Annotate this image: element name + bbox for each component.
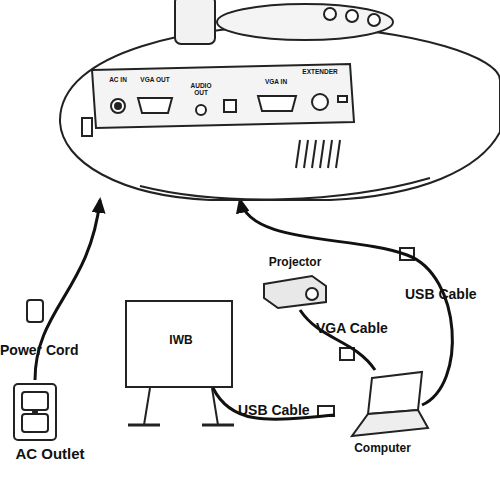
side-button [82,118,92,136]
ac-outlet: AC Outlet [0,380,100,470]
cable-label: USB Cable [238,402,310,418]
ac-in-port [111,99,125,113]
ac-in-port [115,103,121,109]
vga-out-port [138,98,172,113]
camera-arm [175,0,215,44]
camera-body [60,26,500,200]
port-label: AC IN [100,76,136,83]
cable-connector [300,310,375,370]
cable-connector [240,200,452,405]
cable-connector [213,388,335,419]
node-outline [55,0,500,200]
port-label: EXTENDER [296,68,344,75]
device-label: Projector [255,256,335,269]
vent-slot [304,140,308,168]
port-label: VGA IN [257,78,295,85]
board-foot [202,424,234,427]
vent-slot [320,140,324,168]
board-foot [128,424,160,427]
outlet-socket [22,414,48,432]
audio-port [196,105,206,115]
port-panel [92,64,354,128]
cable-label: Power Cord [0,342,79,358]
device-label: Computer [335,442,430,455]
vent-slot [312,140,316,168]
vent-slot [328,140,332,168]
projector-body [264,276,326,308]
extender-port [312,94,328,110]
cable-label: USB Cable [405,286,477,302]
control-panel [217,4,393,40]
board-leg [144,388,150,425]
vent-slot [296,140,300,168]
outlet-plate [14,384,56,440]
vent-slot [336,140,340,168]
projector-device: Projector [255,255,335,310]
board-label: IWB [129,334,233,347]
usb-b-port [224,100,236,112]
device-label: AC Outlet [0,446,100,463]
port-label: VGA OUT [135,76,175,83]
document-camera: AC INVGA OUT AUDIO OUT VGA INEXTENDER [55,0,500,200]
control-button [324,8,336,20]
port-label: AUDIO OUT [187,82,215,96]
projector-lens [306,288,318,300]
power-plug [27,300,43,322]
camera-rim [140,178,430,199]
laptop-screen [368,372,422,414]
outlet-socket [22,392,48,410]
control-button [368,14,380,26]
mini-usb-port [338,96,347,102]
laptop-base [352,410,428,436]
computer-device: Computer [335,370,430,460]
vga-in-port [258,96,296,111]
control-button [346,10,358,22]
cable-label: VGA Cable [316,320,388,336]
outlet-screw [33,410,37,414]
whiteboard-box: IWB [125,300,233,388]
